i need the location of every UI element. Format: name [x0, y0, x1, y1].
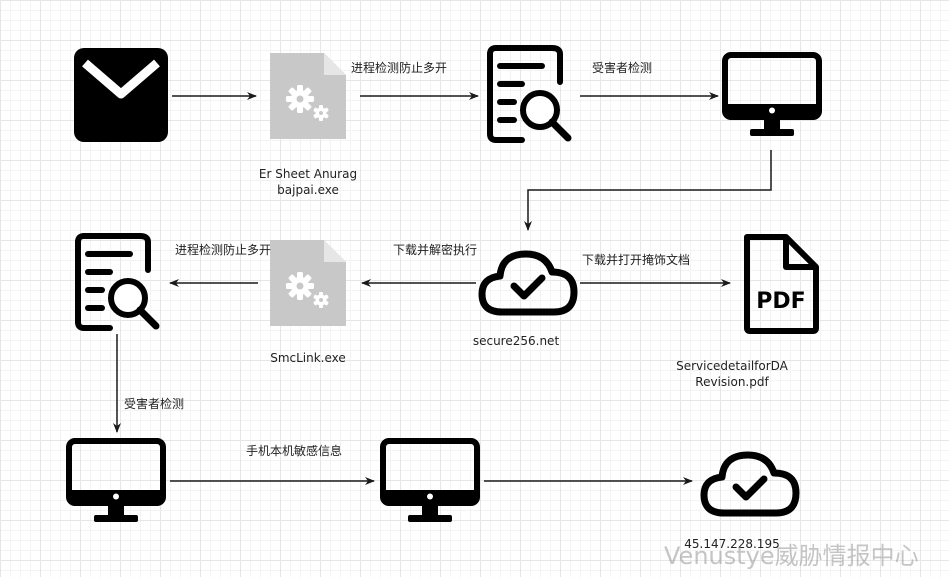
caption-cloud2: 45.147.228.195 — [684, 537, 780, 551]
caption-cloud1: secure256.net — [472, 334, 560, 348]
edge-label-exe1-check1: 进程检测防止多开 — [351, 61, 448, 75]
edge-label-pc2-pc3: 手机本机敏感信息 — [246, 444, 343, 458]
caption-exe1-line1: Er Sheet Anurag — [258, 167, 358, 181]
edge-pc1-to-cloud1 — [524, 150, 772, 231]
caption-pdf-line2: Revision.pdf — [695, 375, 769, 389]
edges — [113, 92, 772, 485]
caption-exe1: Er Sheet Anurag bajpai.exe — [238, 166, 378, 198]
caption-exe1-line2: bajpai.exe — [277, 183, 339, 197]
gear-file-icon — [270, 53, 346, 139]
monitor-icon — [69, 441, 163, 522]
edge-label-cloud1-exe2: 下载并解密执行 — [393, 243, 478, 257]
edge-label-cloud1-pdf: 下载并打开掩饰文档 — [582, 253, 691, 267]
edge-label-exe2-check2: 进程检测防止多开 — [175, 243, 272, 257]
watermark: Venustye威胁情报中心 — [664, 542, 919, 570]
cloud-check-icon — [482, 254, 574, 312]
pdf-badge: PDF — [756, 289, 805, 314]
email-icon — [74, 48, 168, 142]
gear-file-icon — [270, 240, 346, 326]
edge-label-check2-pc2: 受害者检测 — [124, 397, 185, 411]
pdf-file-icon: PDF — [744, 234, 819, 334]
caption-pdf: ServicedetailforDA Revision.pdf — [662, 358, 802, 390]
monitor-icon — [725, 55, 819, 136]
cloud-check-icon — [704, 455, 796, 513]
document-search-icon — [490, 48, 568, 140]
monitor-icon — [383, 441, 477, 522]
caption-pdf-line1: ServicedetailforDA — [676, 359, 788, 373]
caption-exe2: SmcLink.exe — [270, 351, 346, 365]
edge-label-check1-pc1: 受害者检测 — [592, 61, 653, 75]
document-search-icon — [78, 236, 156, 328]
